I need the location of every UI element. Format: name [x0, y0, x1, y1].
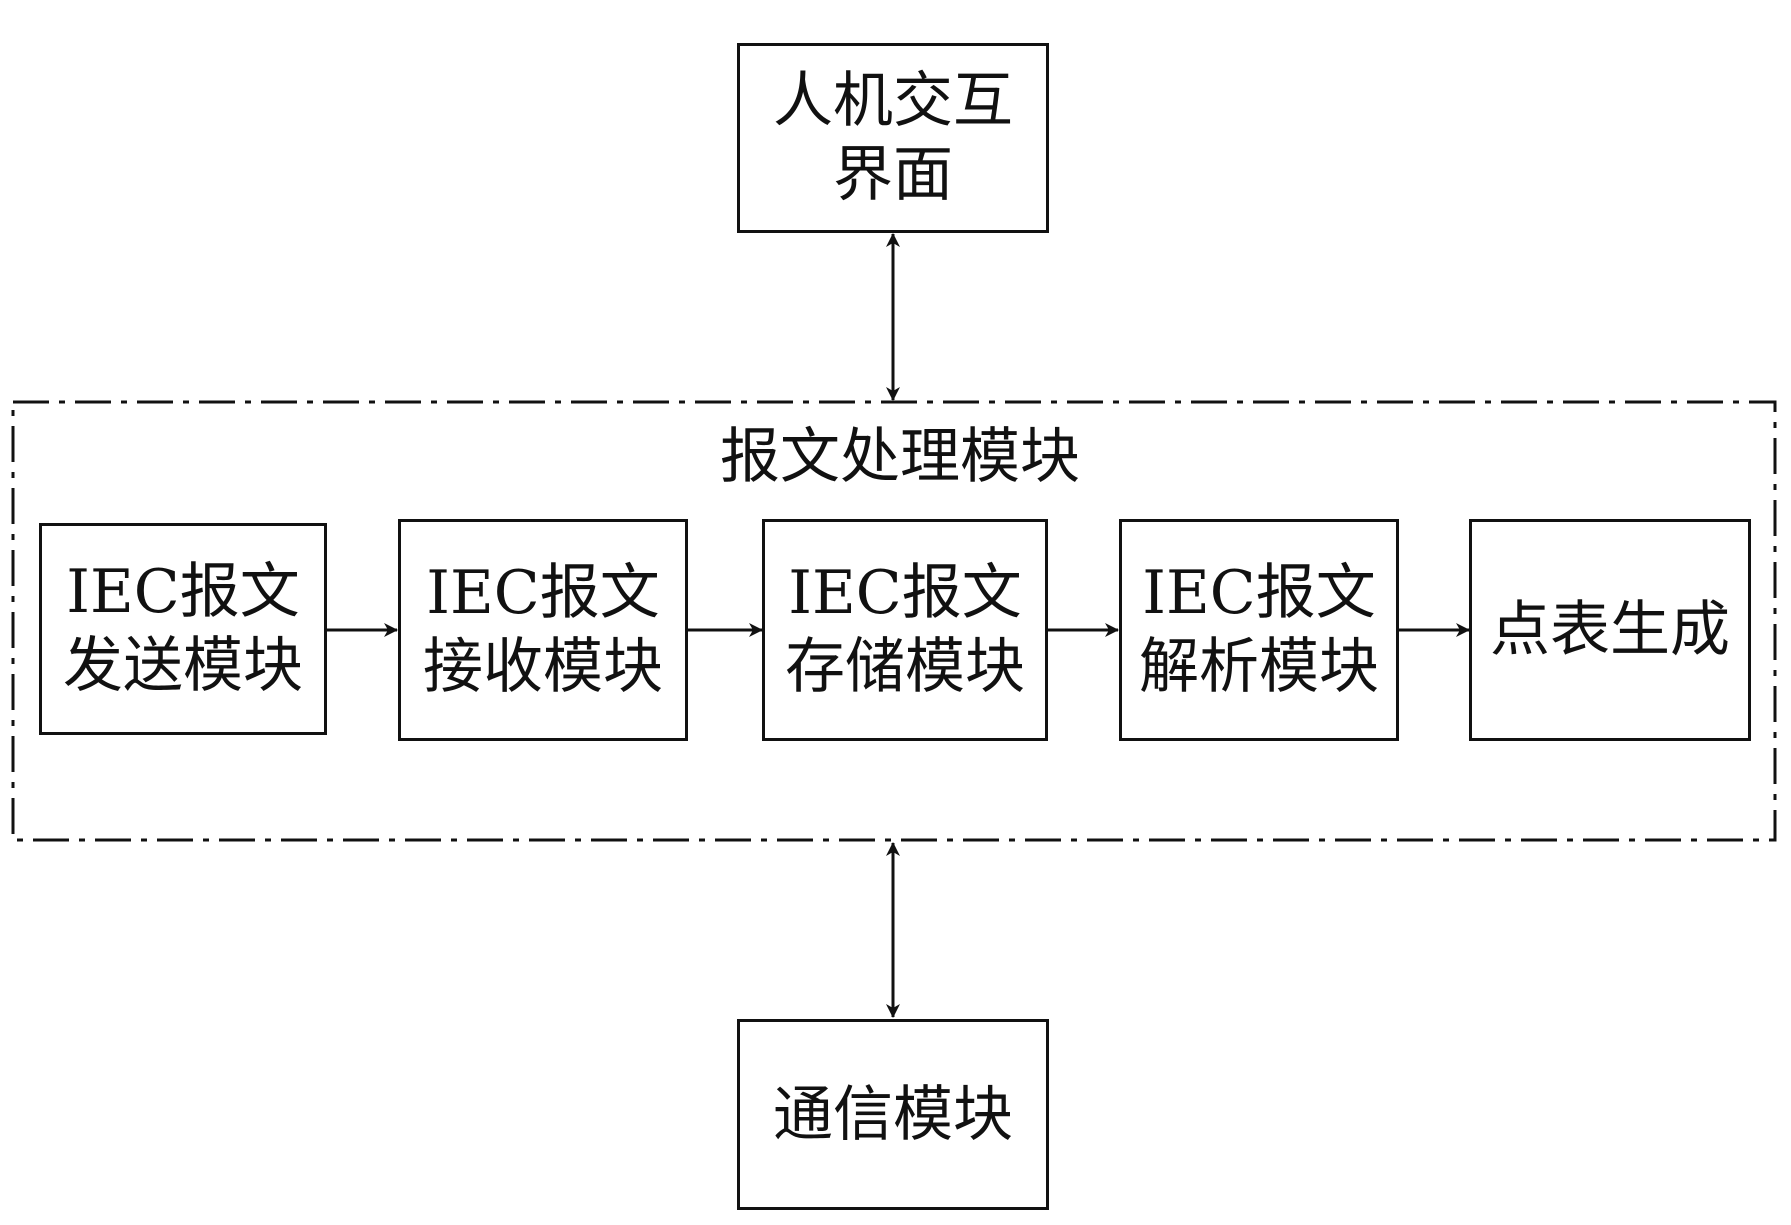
module-label-line-2: 解析模块	[1139, 632, 1379, 702]
module-label-line-1: 点表生成	[1490, 595, 1730, 665]
hmi-label-line-2: 界面	[833, 140, 953, 210]
iec-parse-module-box: IEC报文 解析模块	[1119, 519, 1399, 741]
module-label-line-1: IEC报文	[1142, 558, 1376, 628]
iec-store-module-box: IEC报文 存储模块	[762, 519, 1048, 741]
module-label-line-2: 发送模块	[63, 631, 303, 701]
comm-module-box: 通信模块	[737, 1019, 1049, 1210]
point-table-generation-box: 点表生成	[1469, 519, 1751, 741]
module-label-line-2: 接收模块	[423, 632, 663, 702]
message-processing-group-border	[11, 400, 1777, 842]
message-processing-group-title: 报文处理模块	[720, 422, 1080, 492]
hmi-label-line-1: 人机交互	[773, 66, 1013, 136]
comm-label: 通信模块	[773, 1079, 1013, 1150]
module-label-line-1: IEC报文	[66, 557, 300, 627]
hmi-box: 人机交互 界面	[737, 43, 1049, 233]
module-label-line-1: IEC报文	[426, 558, 660, 628]
module-label-line-2: 存储模块	[785, 632, 1025, 702]
iec-receive-module-box: IEC报文 接收模块	[398, 519, 688, 741]
module-label-line-1: IEC报文	[788, 558, 1022, 628]
iec-send-module-box: IEC报文 发送模块	[39, 523, 327, 735]
